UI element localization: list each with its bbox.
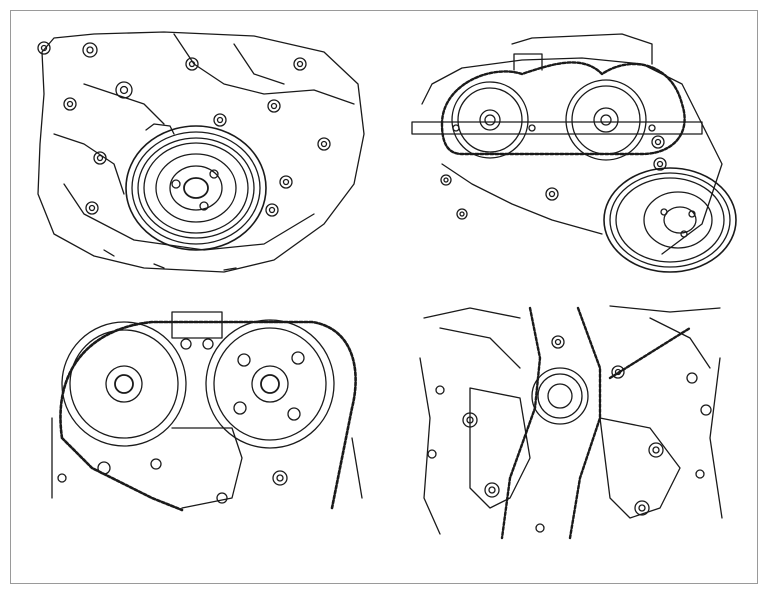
crankshaft-pulley [125,123,267,251]
chain-holder [411,121,703,135]
camshaft-sprocket-left [61,321,187,447]
panel-crankshaft-sprocket [410,298,730,540]
chain-guide-left [469,387,531,509]
tensioner-block [513,53,543,71]
camshaft-sprocket-right [565,79,647,161]
engine-block-outline [419,305,723,535]
chain-tensioner [171,311,223,350]
camshaft-sprocket-right [205,319,335,449]
crankshaft-sprocket [531,367,589,425]
cylinder-head-outline [511,33,653,65]
chain-guide-right [599,417,681,519]
cover-flange [63,183,315,251]
panel-camshaft-sprockets [32,298,372,520]
front-cover-outline [37,31,365,273]
timing-chain [440,61,686,156]
crankshaft-pulley [603,167,737,273]
camshaft-sprocket-left [451,81,529,159]
timing-chain-right [568,306,602,540]
cover-bolts [37,41,331,217]
timing-chain-left [500,306,542,540]
panel-crankshaft-pulley [24,24,374,278]
timing-chain [59,320,357,512]
panel-timing-chain-pulley [402,24,746,278]
